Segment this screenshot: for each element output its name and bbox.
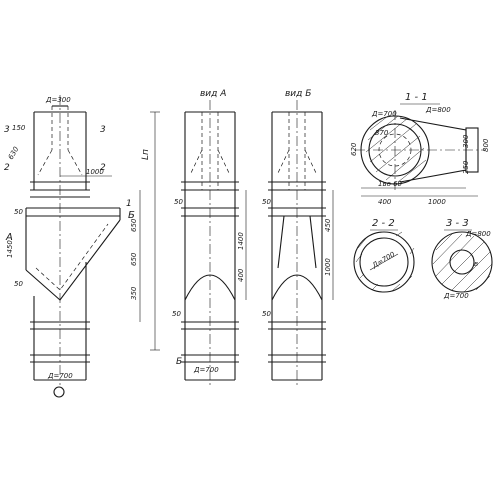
dim-50b: 50 <box>14 280 23 288</box>
view-b-title: вид Б <box>285 89 311 99</box>
dim-1000: 1000 <box>86 168 104 176</box>
va-arrow-b: Б <box>176 357 182 367</box>
s3-d700: Д=700 <box>443 292 469 300</box>
main-elevation: Lп 650 650 350 1450 50 50 150 630 1000 Д… <box>4 95 160 398</box>
va-dim-50b: 50 <box>172 310 181 318</box>
arrow-a-label: А <box>5 232 13 243</box>
label-top-d300: Д=300 <box>45 96 71 104</box>
section-2-hatching <box>355 231 415 292</box>
cut-mark-3-left: 3 <box>4 125 10 135</box>
vb-dim-1000: 1000 <box>324 258 332 276</box>
dim-top-630: 630 <box>7 145 21 161</box>
s1-d700: Д=700 <box>371 110 397 118</box>
vb-dim-50b: 50 <box>262 310 271 318</box>
section-3-3: 3 - 3 Д=800 Д=700 в <box>431 218 493 300</box>
va-label-d700: Д=700 <box>193 366 219 374</box>
vb-dim-450: 450 <box>324 218 332 232</box>
va-dim-1400: 1400 <box>237 232 245 250</box>
section-1-hatching <box>365 115 427 183</box>
va-dim-400: 400 <box>237 268 245 282</box>
vb-dim-50: 50 <box>262 198 271 206</box>
section-1-1: 1 - 1 Д=700 Д=800 370 620 300 250 800 1в… <box>350 92 490 206</box>
s2-d: Д=700 <box>370 250 397 270</box>
s1-1000: 1000 <box>428 198 446 206</box>
dim-top-150: 150 <box>12 124 26 132</box>
dim-650-top: 650 <box>130 218 138 232</box>
va-dim-50: 50 <box>174 198 183 206</box>
section-3-hatching <box>432 233 493 293</box>
s1-370: 370 <box>375 129 389 137</box>
label-bottom-d700: Д=700 <box>47 372 73 380</box>
s1-300: 300 <box>462 134 470 148</box>
cut-mark-3-right: 3 <box>100 125 106 135</box>
s1-400: 400 <box>378 198 392 206</box>
section-2-title: 2 - 2 <box>372 218 395 229</box>
cut-mark-2-right: 2 <box>100 163 106 173</box>
view-b: вид Б 50 450 1000 50 <box>262 89 334 385</box>
arrow-b-label: Б <box>128 210 135 221</box>
s3-d800: Д=800 <box>465 230 491 238</box>
cut-mark-2-left: 2 <box>4 163 10 173</box>
s1-label: 1во 60 <box>378 180 403 188</box>
s1-620: 620 <box>350 142 358 156</box>
dim-350: 350 <box>130 286 138 300</box>
view-a: вид А 50 1400 400 50 Д=700 Б <box>172 89 247 385</box>
dim-650: 650 <box>130 252 138 266</box>
s1-250: 250 <box>462 160 470 174</box>
section-1-title: 1 - 1 <box>405 92 428 103</box>
section-3-title: 3 - 3 <box>446 218 469 229</box>
section-2-2: 2 - 2 Д=700 <box>353 218 415 293</box>
dim-1450: 1450 <box>6 240 14 258</box>
dim-l: Lп <box>141 149 151 160</box>
dim-50: 50 <box>14 208 23 216</box>
view-a-title: вид А <box>200 89 226 99</box>
s3-b: в <box>474 260 478 268</box>
s1-d800: Д=800 <box>425 106 451 114</box>
cut-mark-1: 1 <box>126 199 132 209</box>
s1-800: 800 <box>482 138 490 152</box>
